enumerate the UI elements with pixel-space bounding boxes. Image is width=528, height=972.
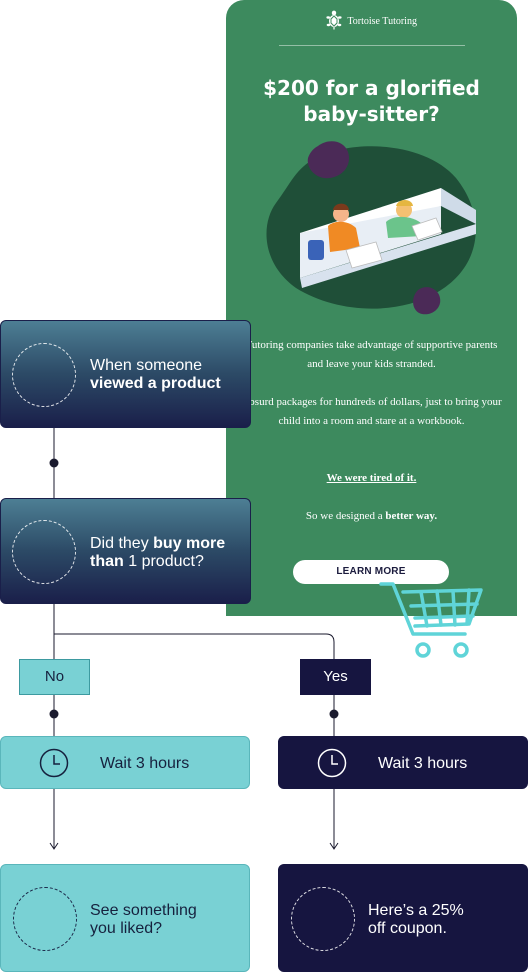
branch-no-tag[interactable]: No — [19, 659, 90, 695]
condition-part-2-bold: than — [90, 553, 124, 570]
message-yes-placeholder-icon — [291, 887, 355, 951]
email-preview: Tortoise Tutoring $200 for a glorified b… — [226, 0, 517, 616]
email-paragraph-2: Absurd packages for hundreds of dollars,… — [241, 396, 502, 427]
message-yes-label: Here’s a 25% off coupon. — [368, 902, 464, 938]
wait-yes-label: Wait 3 hours — [378, 755, 468, 772]
condition-part-1: Did they — [90, 535, 154, 552]
trigger-node[interactable]: When someone viewed a product — [0, 320, 251, 428]
message-node-yes[interactable]: Here’s a 25% off coupon. — [278, 864, 528, 972]
condition-label: Did they buy more than 1 product? — [90, 535, 225, 571]
learn-more-button[interactable]: LEARN MORE — [293, 560, 449, 584]
condition-part-2: 1 product? — [123, 553, 204, 570]
condition-part-1-bold: buy more — [153, 535, 226, 552]
email-paragraph-1: Tutoring companies take advantage of sup… — [245, 339, 498, 370]
trigger-line-1: When someone — [90, 357, 203, 374]
message-no-line-2: you liked? — [90, 920, 163, 937]
branch-yes-tag[interactable]: Yes — [300, 659, 371, 695]
message-yes-line-2: off coupon. — [368, 920, 447, 937]
tortoise-logo-icon — [326, 10, 342, 33]
brand-name: Tortoise Tutoring — [347, 15, 417, 27]
message-no-placeholder-icon — [13, 887, 77, 951]
message-node-no[interactable]: See something you liked? — [0, 864, 250, 972]
wait-node-yes[interactable]: Wait 3 hours — [278, 736, 528, 789]
brand-header: Tortoise Tutoring — [226, 10, 517, 33]
condition-placeholder-icon — [12, 520, 76, 584]
trigger-label: When someone viewed a product — [90, 357, 221, 393]
clock-icon — [317, 748, 347, 778]
paragraph-4-text: So we designed a — [305, 510, 386, 522]
trigger-line-2: viewed a product — [90, 375, 221, 392]
clock-icon — [39, 748, 69, 778]
message-yes-line-1: Here’s a 25% — [368, 902, 464, 919]
condition-node[interactable]: Did they buy more than 1 product? — [0, 498, 251, 604]
wait-node-no[interactable]: Wait 3 hours — [0, 736, 250, 789]
email-paragraph-3[interactable]: We were tired of it. — [326, 472, 417, 484]
message-no-line-1: See something — [90, 902, 197, 919]
paragraph-4-bold: better way. — [385, 510, 438, 522]
wait-no-label: Wait 3 hours — [100, 755, 190, 772]
email-paragraph-4: So we designed a better way. — [238, 507, 505, 526]
hero-illustration — [266, 141, 476, 315]
email-headline: $200 for a glorified baby-sitter? — [263, 76, 480, 126]
message-no-label: See something you liked? — [90, 902, 197, 938]
trigger-placeholder-icon — [12, 343, 76, 407]
shopping-cart-icon — [379, 582, 483, 658]
divider — [279, 45, 465, 46]
